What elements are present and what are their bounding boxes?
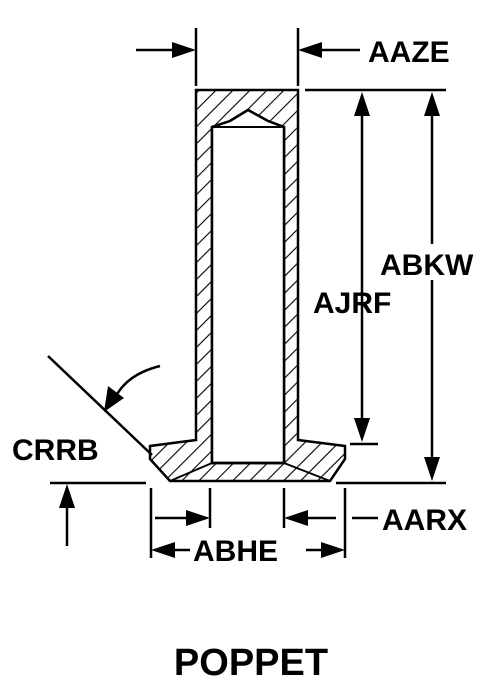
label-aaze: AAZE xyxy=(368,36,450,69)
extension-lines-bottom xyxy=(149,488,347,558)
poppet-section xyxy=(148,88,347,483)
extension-lines-right xyxy=(305,88,446,485)
label-abkw-bg xyxy=(377,244,495,280)
label-crrb: CRRB xyxy=(12,434,99,467)
diagram-title: POPPET xyxy=(174,642,328,684)
label-abhe: ABHE xyxy=(193,535,278,568)
bore-chamfer-right xyxy=(283,462,331,482)
dim-abhe xyxy=(151,542,345,558)
dim-aarx xyxy=(155,510,378,526)
dim-ajrf xyxy=(354,92,370,442)
label-ajrf: AJRF xyxy=(313,287,391,320)
label-aarx: AARX xyxy=(382,504,467,537)
label-abkw: ABKW xyxy=(380,249,474,282)
dim-aaze xyxy=(136,28,360,86)
dim-crrb xyxy=(47,355,161,456)
bore-chamfer-left xyxy=(169,462,213,482)
dim-abkw xyxy=(424,92,440,481)
baseline-left xyxy=(50,481,146,546)
poppet-bore-outline xyxy=(210,108,286,465)
